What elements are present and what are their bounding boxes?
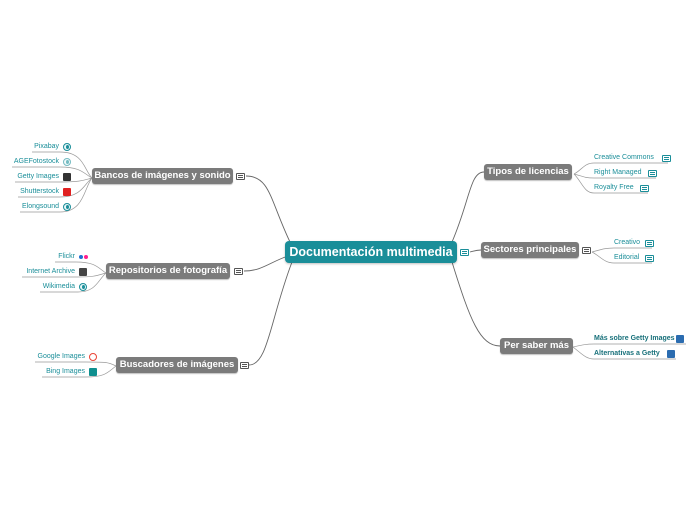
link-file-icon[interactable]	[667, 350, 675, 358]
branch-buscadores-imagenes[interactable]: Buscadores de imágenes	[116, 357, 238, 373]
branch-per-saber-mas[interactable]: Per saber más	[500, 338, 573, 354]
notes-icon[interactable]	[234, 268, 243, 275]
edge-bancos	[245, 175, 291, 243]
getty-logo-icon	[63, 173, 71, 181]
branch-repositorios-fotografia[interactable]: Repositorios de fotografía	[106, 263, 230, 279]
leaf-google-images[interactable]: Google Images	[37, 353, 85, 360]
globe-icon	[79, 283, 87, 291]
shutterstock-logo-icon	[63, 188, 71, 196]
edge-sectores	[469, 249, 482, 253]
notes-icon[interactable]	[240, 362, 249, 369]
leaf-editorial[interactable]: Editorial	[614, 254, 640, 261]
notes-icon[interactable]	[236, 173, 245, 180]
leaf-agefotostock[interactable]: AGEFotostock	[13, 158, 59, 165]
leaf-alternativas-getty[interactable]: Alternativas a Getty	[594, 350, 660, 357]
globe-icon	[63, 203, 71, 211]
leaf-getty-images[interactable]: Getty Images	[17, 173, 59, 180]
branch-sectores-principales[interactable]: Sectores principales	[481, 242, 579, 258]
notes-icon[interactable]	[648, 170, 657, 177]
leaf-right-managed[interactable]: Right Managed	[594, 169, 642, 176]
photo-icon	[63, 158, 71, 166]
notes-icon[interactable]	[460, 249, 469, 256]
leaf-internet-archive[interactable]: Internet Archive	[26, 268, 75, 275]
branch-tipos-licencias[interactable]: Tipos de licencias	[484, 164, 572, 180]
link-file-icon[interactable]	[676, 335, 684, 343]
edge-saber	[451, 261, 501, 347]
leaf-flickr[interactable]: Flickr	[58, 253, 75, 260]
flickr-logo-icon	[79, 253, 89, 261]
notes-icon[interactable]	[645, 255, 654, 262]
leaf-shutterstock[interactable]: Shutterstock	[20, 188, 59, 195]
internet-archive-icon	[79, 268, 87, 276]
leaf-creativo[interactable]: Creativo	[614, 239, 641, 246]
leaf-creative-commons[interactable]: Creative Commons	[594, 154, 654, 161]
leaf-mas-sobre-getty[interactable]: Más sobre Getty Images	[594, 335, 675, 342]
bing-logo-icon	[89, 368, 97, 376]
leaf-bing-images[interactable]: Bing Images	[46, 368, 85, 375]
notes-icon[interactable]	[582, 247, 591, 254]
edge-tipos	[451, 171, 485, 243]
notes-icon[interactable]	[645, 240, 654, 247]
leaf-elongsound[interactable]: Elongsound	[22, 203, 59, 210]
branch-bancos-imagenes-sonido[interactable]: Bancos de imágenes y sonido	[92, 168, 233, 184]
globe-icon	[63, 143, 71, 151]
leaf-pixabay[interactable]: Pixabay	[34, 143, 59, 150]
notes-icon[interactable]	[662, 155, 671, 162]
central-topic[interactable]: Documentación multimedia	[285, 241, 457, 263]
edge-repositorios	[243, 255, 289, 272]
google-logo-icon	[89, 353, 97, 361]
notes-icon[interactable]	[640, 185, 649, 192]
edge-buscadores	[248, 261, 293, 366]
leaf-wikimedia[interactable]: Wikimedia	[42, 283, 75, 290]
leaf-royalty-free[interactable]: Royalty Free	[594, 184, 634, 191]
